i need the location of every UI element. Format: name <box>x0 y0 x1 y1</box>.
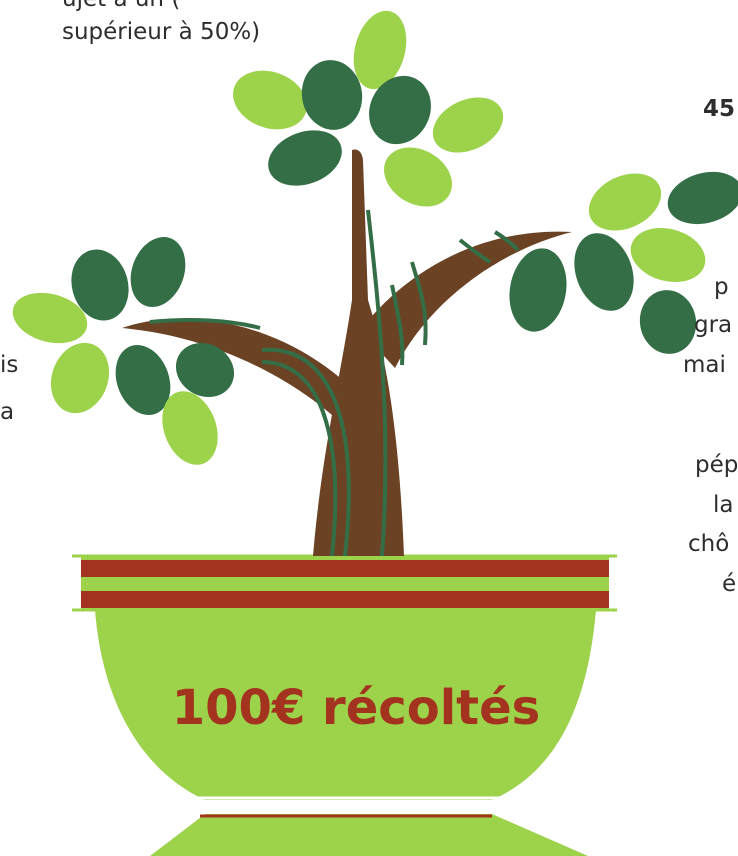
pot-stripe-bottom <box>81 591 609 608</box>
trunk-stripe-1 <box>261 347 351 557</box>
leaf-light <box>588 173 662 231</box>
top-left-text-line1: ujet à un ( <box>62 0 180 17</box>
leaf-light <box>162 391 218 465</box>
tree-trunk <box>122 149 572 557</box>
leaf-dark <box>268 130 342 186</box>
leaf-light <box>384 147 452 207</box>
leaf-dark <box>639 290 697 354</box>
right-text-line5: la <box>713 492 734 518</box>
leaf-light <box>630 228 706 282</box>
leaf-dark <box>115 345 171 415</box>
branch-stripe-2 <box>410 261 428 346</box>
leaf-dark <box>667 171 738 225</box>
right-branch <box>360 231 572 368</box>
trunk-stripe-3 <box>366 209 388 557</box>
left-branch <box>122 318 345 422</box>
right-text-line6: chô <box>688 531 730 557</box>
leaf-light <box>432 97 504 153</box>
branch-stripe-3 <box>390 284 405 366</box>
leaf-dark <box>130 237 186 307</box>
top-right-value: 45 <box>703 96 736 122</box>
branch-stripe-5 <box>493 230 520 252</box>
leaf-dark <box>509 248 567 332</box>
leaf-dark <box>175 342 235 398</box>
right-text-line3: mai <box>683 352 726 378</box>
leaves <box>12 10 738 465</box>
right-text-line7: é <box>722 571 737 597</box>
left-text-line1: is <box>0 352 19 378</box>
pot-stripe-top <box>81 560 609 577</box>
pot <box>72 554 617 856</box>
leaf-light <box>12 292 88 344</box>
right-text-line1: p <box>714 274 729 300</box>
right-text-line2: gra <box>694 312 733 338</box>
leaf-light <box>233 70 307 130</box>
right-text-line4: pép <box>695 452 738 478</box>
left-text-line2: a <box>0 399 15 425</box>
leaf-light <box>353 10 407 90</box>
branch-stripe-4 <box>458 238 492 264</box>
branch-stripe-1 <box>149 318 261 330</box>
trunk-stripe-2 <box>261 360 338 557</box>
pot-bowl <box>95 610 596 800</box>
leaf-dark <box>369 75 431 145</box>
pot-label: 100€ récoltés <box>171 680 541 736</box>
leaf-dark <box>71 249 129 321</box>
pot-base <box>150 814 588 856</box>
top-left-text-line2: supérieur à 50%) <box>62 19 261 45</box>
main-trunk <box>313 149 404 556</box>
leaf-light <box>50 342 110 414</box>
leaf-dark <box>574 233 634 311</box>
leaf-dark <box>301 60 363 130</box>
